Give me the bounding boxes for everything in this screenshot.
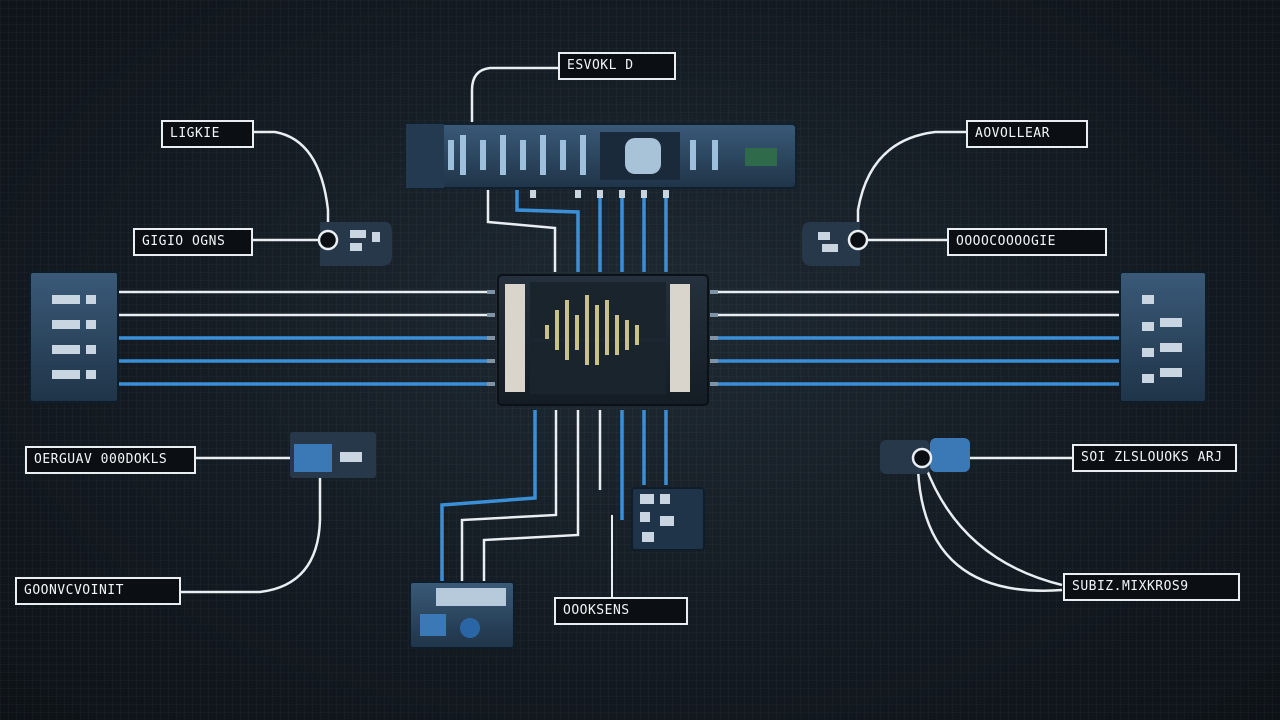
label-lower-right: SOI ZLSLOUOKS ARJ [1072, 444, 1237, 472]
label-top-right: AOVOLLEAR [966, 120, 1088, 148]
label-top-left: LIGKIE [161, 120, 254, 148]
top-vertical-lines [486, 190, 668, 272]
connector-top-left [317, 222, 392, 266]
label-mid-right: OOOOCOOOOGIE [947, 228, 1107, 256]
left-bus-lines [118, 290, 495, 386]
label-mid-left: GIGIO OGNS [133, 228, 253, 256]
connector-top-right [802, 222, 869, 266]
center-chip [487, 274, 718, 406]
label-bottom-right: SUBIZ.MIXKROS9 [1063, 573, 1240, 601]
label-bottom-center: OOOKSENS [554, 597, 688, 625]
right-bus-lines [712, 290, 1120, 386]
top-module [405, 123, 797, 198]
label-top-center: ESVOKL D [558, 52, 676, 80]
bottom-vertical-lines [440, 410, 668, 600]
left-module [29, 271, 119, 403]
connector-lower-right [880, 438, 970, 474]
right-module [1119, 271, 1207, 403]
bottom-module-center [631, 487, 705, 551]
bottom-module-left [409, 581, 515, 649]
label-bottom-left: GOONVCVOINIT [15, 577, 181, 605]
connector-lower-left [290, 432, 376, 478]
label-lower-left: OERGUAV 000DOKLS [25, 446, 196, 474]
